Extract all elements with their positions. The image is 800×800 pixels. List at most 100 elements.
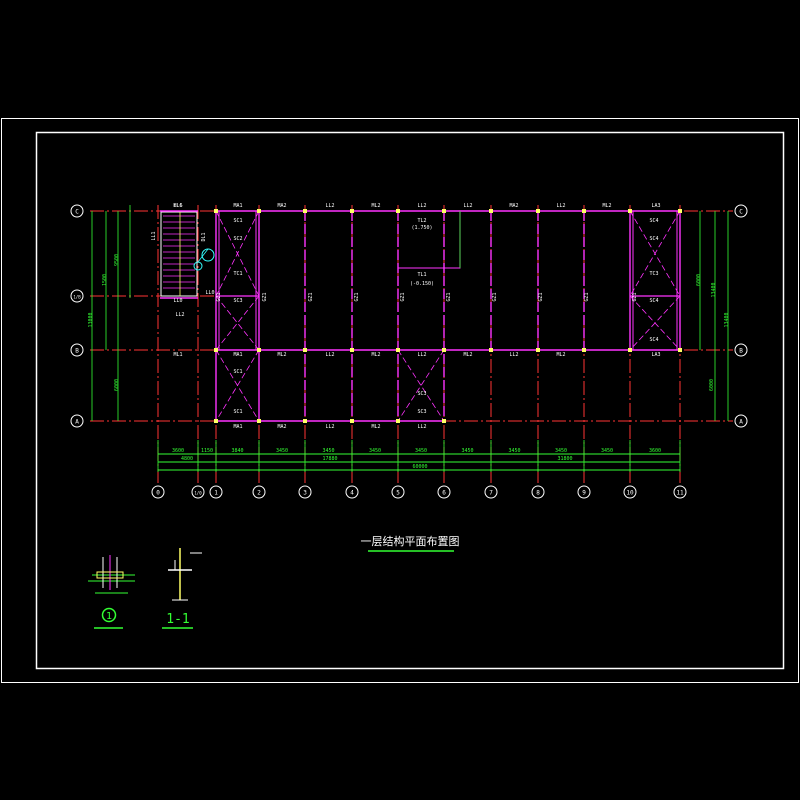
bracing [215, 210, 260, 297]
total-dimension-label: 60000 [412, 464, 427, 470]
column [350, 419, 354, 423]
drawing-title: 一层结构平面布置图 [361, 534, 460, 548]
beam-label-top: ML6 [173, 203, 182, 209]
beam-label-bottom: LL2 [417, 424, 426, 430]
column-axis-bubble [623, 485, 637, 499]
stair-label: LL0 [173, 298, 182, 304]
bay-span-label: 1150 [201, 448, 213, 454]
bay-span-label: 3450 [555, 448, 567, 454]
column-axis-bubble [484, 485, 498, 499]
detail-symbol-number: 1 [106, 611, 112, 622]
column-axis-bubble [391, 485, 405, 499]
bay-span-label: 3450 [461, 448, 473, 454]
bracing [215, 295, 260, 351]
column-label: GZ1 [492, 292, 498, 301]
column-label: GZ1 [400, 292, 406, 301]
vertical-dim-label: 13400 [711, 282, 717, 297]
stair-area [160, 210, 215, 299]
outer-frame [1, 118, 799, 683]
beam-label-top: MA1 [233, 203, 242, 209]
bracing [397, 349, 445, 422]
column [489, 348, 493, 352]
bay-span-label: 3600 [649, 448, 661, 454]
segment-label: 17880 [322, 456, 337, 462]
beam-label-mid: ML2 [277, 352, 286, 358]
bracing [215, 295, 260, 351]
beam-label-mid: ML1 [173, 352, 182, 358]
row-axis-bubble [70, 204, 84, 218]
column-axis-label: 7 [489, 490, 493, 497]
column-label: GZ1 [354, 292, 360, 301]
section-label: 1-1 [166, 612, 189, 627]
landing-beam [398, 211, 461, 269]
beam-layout [214, 209, 682, 423]
column-axis-bubble [298, 485, 312, 499]
column-axis-bubble [191, 485, 205, 499]
row-axis-bubble [70, 289, 84, 303]
column [257, 209, 261, 213]
column [350, 209, 354, 213]
column-axis-label: 10 [626, 490, 634, 497]
segment-label: 4800 [181, 456, 193, 462]
bracing [397, 349, 445, 422]
beam-label-mid: LL2 [509, 352, 518, 358]
column [582, 209, 586, 213]
column [214, 348, 218, 352]
row-axis-label: A [75, 419, 79, 426]
column [536, 209, 540, 213]
column [257, 348, 261, 352]
vertical-dim-label: 6000 [696, 274, 702, 286]
column [536, 348, 540, 352]
column-axis-bubble [345, 485, 359, 499]
column-label: GZ1 [538, 292, 544, 301]
zone-label: SC1 [233, 369, 242, 375]
zone-label: TL1 [417, 272, 426, 278]
row-axis-label: C [75, 209, 79, 216]
beam-label-top: LA3 [651, 203, 660, 209]
row-axis-bubble [734, 343, 748, 357]
inner-frame [35, 131, 785, 670]
vertical-dim-label: 6000 [709, 379, 715, 391]
bracing [629, 295, 681, 351]
zone-label: SC4 [649, 298, 658, 304]
zone-label: SC4 [649, 337, 658, 343]
axis-grid [90, 205, 733, 486]
column-axis-bubble [252, 485, 266, 499]
zone-label: SC1 [233, 409, 242, 415]
beam-label-mid: LL2 [325, 352, 334, 358]
beam-label-top: ML2 [371, 203, 380, 209]
bracing [215, 349, 260, 422]
vertical-dim-label: 13000 [88, 312, 94, 327]
row-axis-label: A [739, 419, 743, 426]
beam-label-mid: MA1 [233, 352, 242, 358]
beam-label-bottom: LL2 [325, 424, 334, 430]
row-axis-label: 1/B [73, 295, 81, 300]
beam-label-top: MA2 [277, 203, 286, 209]
beam-label-mid: ML2 [556, 352, 565, 358]
column-label: GZ1 [632, 292, 638, 301]
column [628, 209, 632, 213]
column-axis-label: 11 [676, 490, 684, 497]
bay-span-label: 3600 [172, 448, 184, 454]
stair-label: LL6 [173, 203, 182, 209]
zone-label: TL2 [417, 218, 426, 224]
column-axis-bubble [209, 485, 223, 499]
bay-span-label: 3450 [369, 448, 381, 454]
zone-label: (-0.150) [410, 281, 434, 287]
column-label: GZ1 [308, 292, 314, 301]
section-1-1: 1-1 [162, 548, 202, 629]
column-axis-label: 5 [396, 490, 400, 497]
stair-label: LL1 [151, 231, 157, 240]
beam-label-top: LL2 [417, 203, 426, 209]
vertical-dim-label: 13400 [724, 312, 730, 327]
stair-outline [160, 211, 198, 297]
column [442, 419, 446, 423]
bracing [629, 210, 681, 297]
detail-symbol-circle [101, 607, 117, 623]
bay-span-label: 3450 [322, 448, 334, 454]
column-axis-label: 2 [257, 490, 261, 497]
segment-label: 31800 [557, 456, 572, 462]
column [214, 209, 218, 213]
